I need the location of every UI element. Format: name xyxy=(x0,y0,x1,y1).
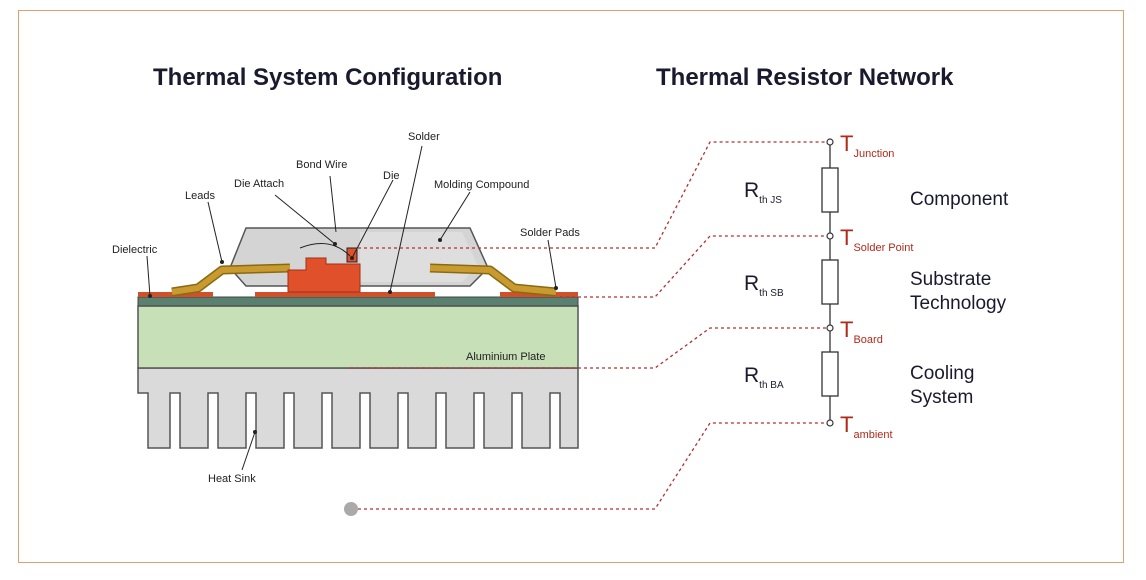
lead-right-inner xyxy=(429,265,557,295)
resistor-ba xyxy=(821,351,839,397)
leader-dot-die-attach xyxy=(333,242,337,246)
network-nodes xyxy=(826,138,834,427)
category-substrate-line1: Substrate xyxy=(910,269,991,290)
resistor-js xyxy=(821,167,839,213)
category-cooling-line2: System xyxy=(910,387,973,408)
r-th-ba-label: Rth BA xyxy=(744,364,784,391)
leader-dot-molding xyxy=(438,238,442,242)
t-ambient-label: Tambient xyxy=(840,412,893,441)
leader-dot-leads xyxy=(220,260,224,264)
molding-highlight xyxy=(360,232,478,282)
lead-left-inner xyxy=(171,265,291,295)
label-molding-compound: Molding Compound xyxy=(434,179,529,191)
connector-junction xyxy=(358,141,828,249)
r-th-js-label: Rth JS xyxy=(744,179,782,206)
connector-board xyxy=(350,327,828,369)
heat-sink-leader xyxy=(241,431,256,471)
leader-dot-solder-pads xyxy=(554,286,558,290)
category-substrate-line2: Technology xyxy=(910,293,1007,314)
node-junction xyxy=(826,138,834,146)
leader-dots xyxy=(148,238,558,434)
label-bond-wire: Bond Wire xyxy=(296,159,347,171)
leader-dot-die xyxy=(350,256,354,260)
category-cooling-line1: Cooling xyxy=(910,363,974,384)
node-board xyxy=(826,324,834,332)
t-board-label: TBoard xyxy=(840,317,883,346)
label-die: Die xyxy=(383,170,400,182)
node-ambient xyxy=(826,419,834,427)
label-die-attach: Die Attach xyxy=(234,178,284,190)
label-leaders xyxy=(146,145,557,297)
resistor-sb xyxy=(821,259,839,305)
leader-dot-dielectric xyxy=(148,294,152,298)
heat-sink xyxy=(137,367,579,449)
label-aluminium-plate: Aluminium Plate xyxy=(466,351,545,363)
solder-pad-center xyxy=(255,292,435,297)
label-leads: Leads xyxy=(185,190,215,202)
t-junction-label: TJunction xyxy=(840,131,894,160)
ambient-source-dot xyxy=(344,502,358,516)
bond-wire xyxy=(299,243,351,257)
resistor-network-title: Thermal Resistor Network xyxy=(656,64,954,91)
category-component: Component xyxy=(910,189,1009,210)
leader-dot-solder xyxy=(388,290,392,294)
dashed-connectors xyxy=(350,141,828,510)
die-attach xyxy=(287,257,361,293)
node-solder-point xyxy=(826,232,834,240)
thermal-system-title: Thermal System Configuration xyxy=(153,64,503,91)
label-solder-pads: Solder Pads xyxy=(520,227,580,239)
die xyxy=(346,247,358,263)
label-heat-sink: Heat Sink xyxy=(208,473,256,485)
label-dielectric: Dielectric xyxy=(112,244,158,256)
connector-ambient xyxy=(358,422,828,510)
dielectric-layer xyxy=(137,296,579,307)
r-th-sb-label: Rth SB xyxy=(744,272,784,299)
label-solder: Solder xyxy=(408,131,440,143)
aluminium-plate xyxy=(137,305,579,369)
t-solder-point-label: TSolder Point xyxy=(840,225,913,254)
connector-solder-point xyxy=(560,235,828,298)
